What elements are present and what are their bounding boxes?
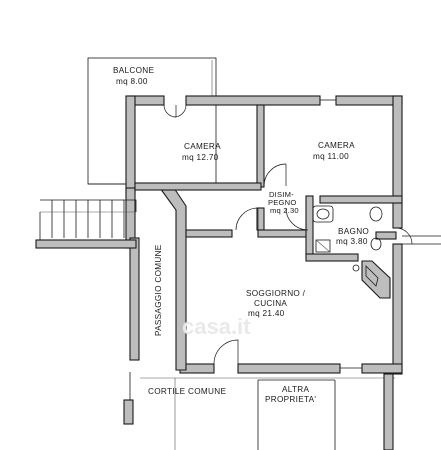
bagno-area: mq 3.80 xyxy=(336,237,368,246)
altra-proprieta-label-2: PROPRIETA' xyxy=(265,395,316,404)
cortile-comune-label: CORTILE COMUNE xyxy=(148,387,226,396)
interior-walls xyxy=(134,104,403,299)
disimpegno-name-1: DISIM- xyxy=(269,190,294,199)
soggiorno-name-2: CUCINA xyxy=(254,299,287,308)
camera-1-area: mq 12.70 xyxy=(182,153,219,162)
disimpegno-name-2: PEGNO xyxy=(268,198,296,207)
soggiorno-name-1: SOGGIORNO / xyxy=(246,289,306,298)
balcony-outline xyxy=(87,57,217,185)
staircase xyxy=(35,199,137,249)
balcone-area: mq 8.00 xyxy=(116,77,148,86)
camera-2-name: CAMERA xyxy=(318,141,355,150)
camera-2-area: mq 11.00 xyxy=(313,152,349,161)
altra-proprieta-label-1: ALTRA xyxy=(282,385,310,394)
doors xyxy=(163,99,441,369)
disimpegno-area: mq 2.30 xyxy=(270,206,299,215)
watermark-text: casa.it xyxy=(182,314,251,339)
balcone-name: BALCONE xyxy=(113,66,154,75)
soggiorno-area: mq 21.40 xyxy=(248,309,285,318)
bathroom-fixtures xyxy=(312,205,383,287)
bagno-name: BAGNO xyxy=(338,227,369,236)
camera-1-name: CAMERA xyxy=(184,142,221,151)
room-labels: BALCONE mq 8.00 CAMERA mq 12.70 CAMERA m… xyxy=(113,66,369,404)
courtyard-area xyxy=(123,372,395,450)
passaggio-comune-label: PASSAGGIO COMUNE xyxy=(154,244,163,336)
